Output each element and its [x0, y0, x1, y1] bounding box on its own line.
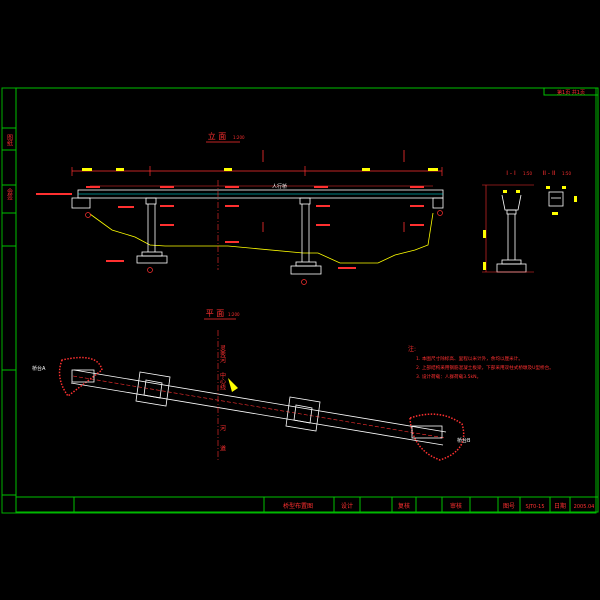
- elevation-dimension-line: [71, 166, 443, 176]
- section-cut-marks: [262, 150, 405, 232]
- plan-river-label-1: 灵秀河: [219, 345, 226, 363]
- title-date-label: 日期: [554, 502, 566, 510]
- elevation-ground-line: [89, 212, 434, 264]
- title-drawing-no-label: 图号: [503, 503, 515, 510]
- plan-scale: 1:200: [228, 312, 240, 317]
- plan-river-label-4: 道: [219, 444, 226, 452]
- section1-drawing: [496, 194, 527, 273]
- plan-river-label-3: 河: [219, 424, 226, 431]
- abutment-right-label: 桥台B: [457, 437, 471, 444]
- plan-abutment-left: [58, 356, 103, 398]
- dimension-text-marks: [82, 168, 438, 171]
- elevation-level-marks: [36, 186, 424, 269]
- plan-pier-1: [135, 371, 171, 407]
- pier-1: [136, 197, 168, 264]
- sheet-frame: [1, 87, 599, 514]
- section2-scale: 1:50: [562, 171, 571, 176]
- plan-title: 平 面: [206, 309, 225, 318]
- plan-river-label-2: 中心线: [219, 371, 226, 390]
- margin-label-drawings: 图纸: [6, 134, 13, 147]
- bridge-deck: [71, 185, 444, 209]
- sheet-tag: 第1页 共1页: [557, 89, 585, 96]
- title-drawing-no: SJT0-15: [525, 504, 544, 510]
- section1-title: I - I: [506, 170, 516, 177]
- notes-heading: 注:: [408, 345, 416, 353]
- abutment-left-label: 桥台A: [32, 365, 46, 372]
- section2-title: II - II: [542, 170, 555, 177]
- title-drawing-name: 桥型布置图: [283, 502, 313, 510]
- plan-pier-2: [285, 396, 321, 432]
- note-3: 3. 设计荷载：人群荷载3.5kN。: [416, 373, 481, 380]
- title-review-label: 复核: [398, 502, 410, 510]
- section1-scale: 1:50: [523, 171, 532, 176]
- title-design-label: 设计: [341, 502, 353, 510]
- elevation-scale: 1:200: [233, 135, 245, 140]
- elevation-title: 立 面: [208, 131, 227, 141]
- title-block: [16, 496, 598, 512]
- plan-abutment-right: [409, 413, 465, 461]
- title-date: 2005.04: [574, 504, 595, 510]
- plan-bridge-deck: [70, 369, 447, 446]
- note-1: 1. 本图尺寸除标高、里程以米计外，余均以厘米计。: [416, 355, 523, 362]
- margin-label-countersign: 会签: [6, 187, 13, 200]
- title-approve-label: 审核: [450, 502, 462, 510]
- note-2: 2. 上部结构采用钢筋混凝土板梁，下部采用双柱式桥墩及U型桥台。: [416, 364, 554, 371]
- deck-label: 人行桥: [272, 183, 287, 190]
- pier-2: [290, 197, 322, 275]
- section2-drawing: [548, 191, 564, 207]
